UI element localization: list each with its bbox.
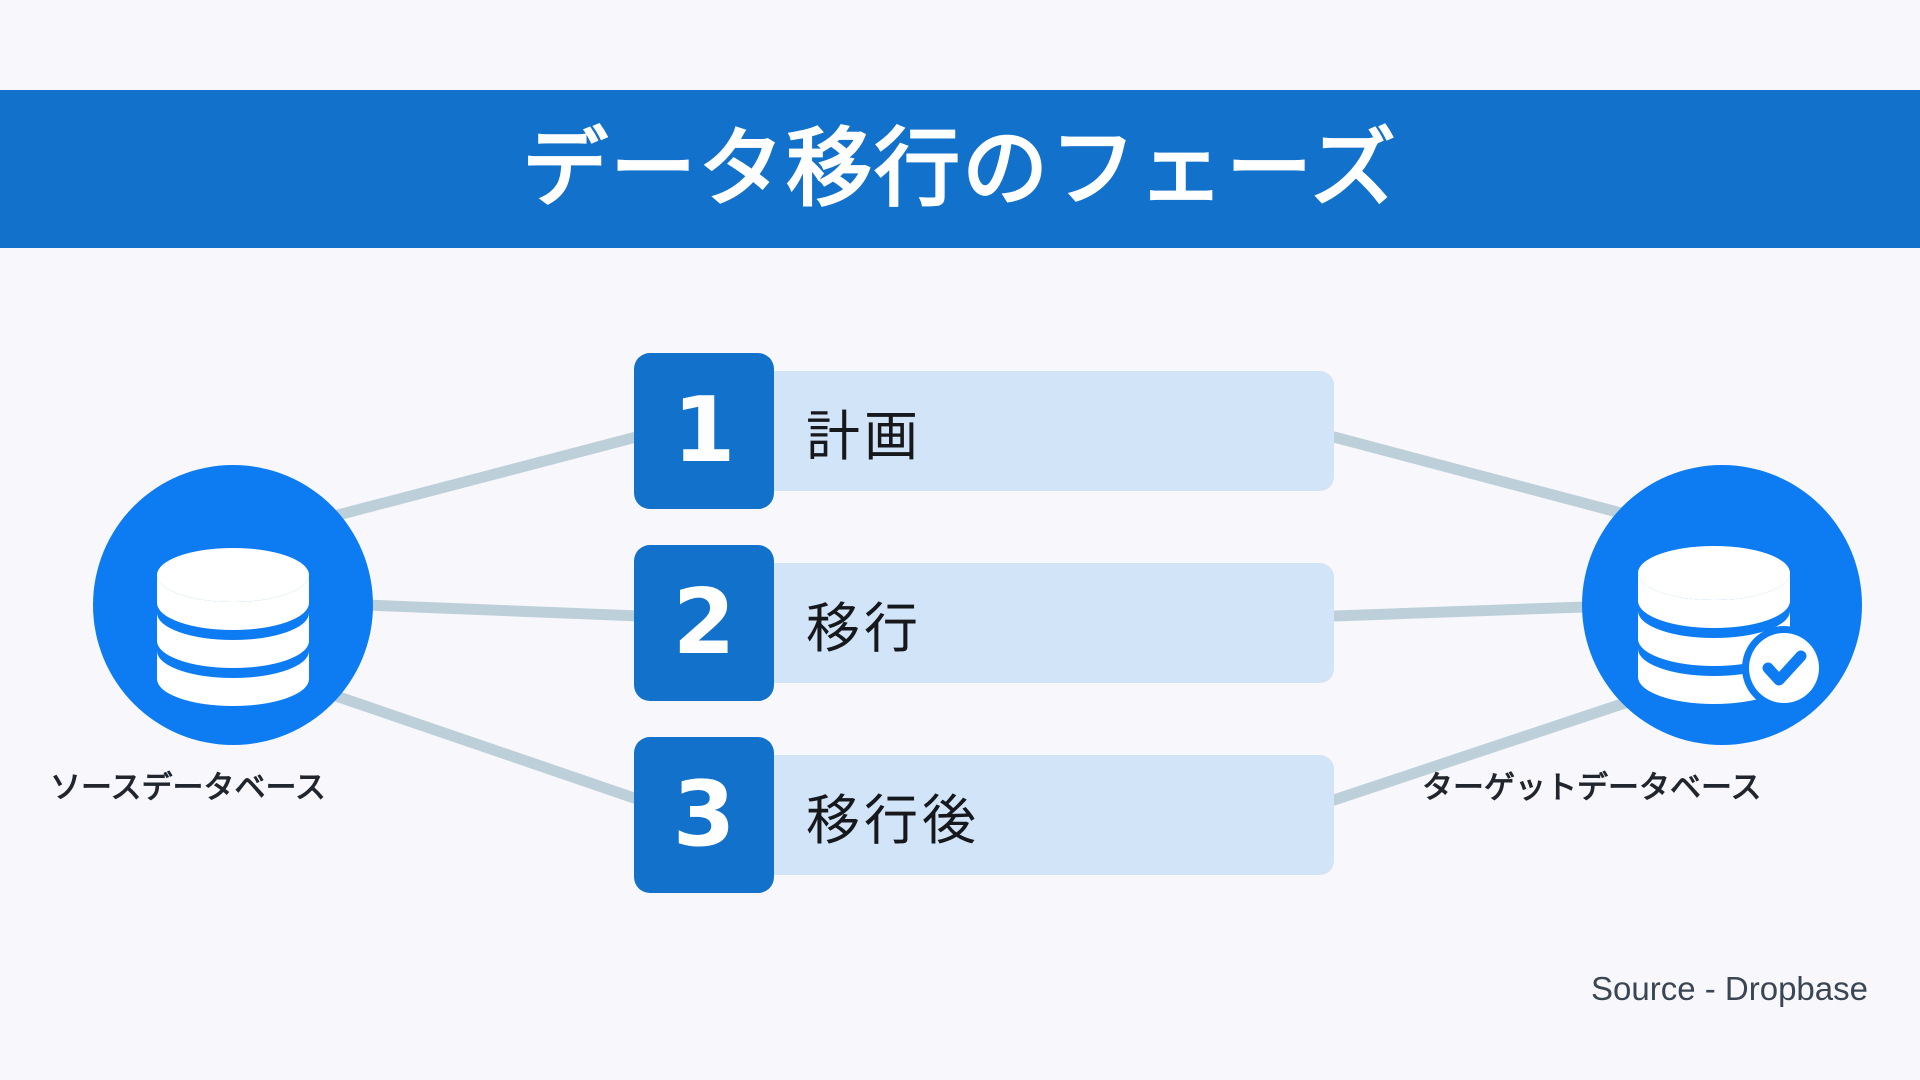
check-circle-icon (1742, 626, 1826, 710)
step-badge-3: 3 (634, 737, 774, 893)
step-bar-2 (740, 563, 1334, 683)
step-row-1[interactable]: 1 計画 (634, 353, 1334, 509)
step-row-2[interactable]: 2 移行 (634, 545, 1334, 701)
step-badge-2: 2 (634, 545, 774, 701)
step-label-1: 計画 (806, 404, 922, 468)
step-bar-3 (740, 755, 1334, 875)
step-number-2: 2 (672, 570, 736, 675)
database-check-icon (1638, 546, 1826, 710)
source-database-label: ソースデータベース (50, 770, 326, 806)
step-number-3: 3 (672, 762, 736, 867)
target-database-node (1582, 465, 1862, 745)
step-number-1: 1 (672, 378, 736, 483)
step-badge-1: 1 (634, 353, 774, 509)
step-label-3: 移行後 (806, 788, 980, 852)
source-credit: Source - Dropbase (1591, 970, 1868, 1007)
database-icon (157, 548, 309, 706)
step-bar-1 (740, 371, 1334, 491)
target-database-label: ターゲットデータベース (1422, 770, 1762, 806)
title-banner: データ移行のフェーズ (0, 90, 1920, 248)
page-title: データ移行のフェーズ (522, 119, 1398, 219)
step-row-3[interactable]: 3 移行後 (634, 737, 1334, 893)
source-database-node (93, 465, 373, 745)
step-label-2: 移行 (806, 596, 922, 660)
